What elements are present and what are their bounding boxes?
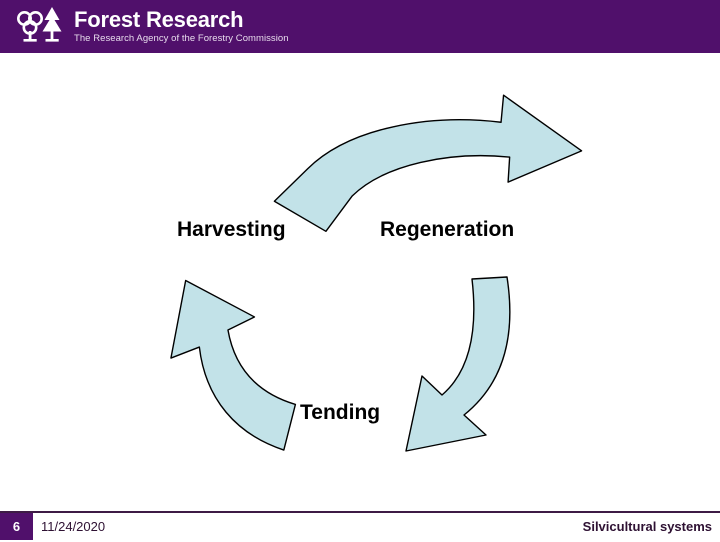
arrow-regeneration-to-tending — [405, 276, 511, 452]
forest-trees-logo-icon — [17, 7, 62, 42]
footer-date: 11/24/2020 — [41, 519, 106, 534]
brand-name: Forest Research — [74, 7, 244, 32]
slide-footer: 6 11/24/2020 Silvicultural systems — [0, 511, 720, 542]
arrow-tending-to-harvesting — [170, 279, 297, 451]
header-bar: Forest Research The Research Agency of t… — [0, 0, 720, 53]
footer-presentation-title: Silvicultural systems — [582, 519, 712, 534]
cycle-label-harvesting: Harvesting — [177, 218, 286, 241]
brand-tagline: The Research Agency of the Forestry Comm… — [74, 33, 289, 44]
cycle-label-regeneration: Regeneration — [380, 218, 515, 241]
brand-text-block: Forest Research The Research Agency of t… — [74, 4, 289, 45]
slide-content-area: Harvesting Regeneration Tending — [0, 53, 720, 511]
slide-number-value: 6 — [12, 519, 21, 534]
arrow-harvesting-to-regeneration — [273, 94, 583, 233]
cycle-label-tending: Tending — [300, 401, 381, 424]
silvicultural-cycle-diagram — [170, 94, 583, 452]
slide-number-badge: 6 — [0, 513, 33, 540]
brand-logo: Forest Research The Research Agency of t… — [14, 4, 289, 48]
